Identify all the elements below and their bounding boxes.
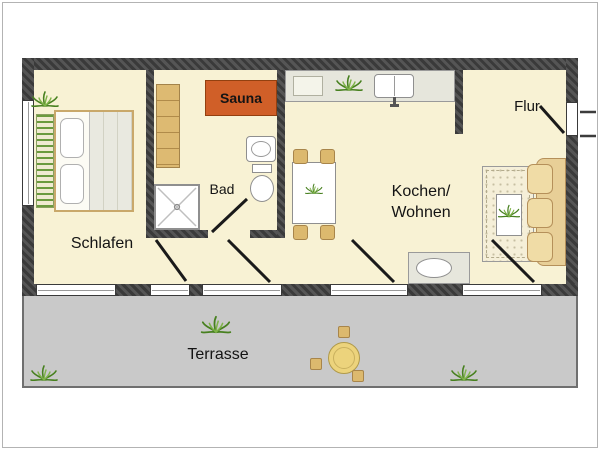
- chair: [320, 225, 335, 240]
- faucet-handle: [390, 104, 399, 107]
- wall-bath-kitchen: [277, 70, 285, 238]
- room-label-schlafen: Schlafen: [70, 235, 134, 252]
- pillow: [60, 164, 84, 204]
- cutting-board: [293, 76, 323, 96]
- window-left-wall: [22, 100, 34, 206]
- wall-bath-south-a: [146, 230, 208, 238]
- island-basin: [416, 258, 452, 278]
- dining-table-icon: [292, 162, 336, 224]
- shower-icon: [154, 184, 200, 230]
- toilet-icon: [250, 175, 274, 202]
- coffee-table: [496, 194, 522, 236]
- terrace-door-hall: [202, 284, 282, 296]
- sofa-cushion: [527, 164, 553, 194]
- terrace-floor: [22, 296, 578, 388]
- wall-bedroom-bath: [146, 70, 154, 238]
- bed-blanket: [89, 112, 132, 210]
- terrace-stool: [310, 358, 322, 370]
- window-pane: [464, 290, 540, 291]
- sauna-room: Sauna: [205, 80, 277, 116]
- chair: [293, 149, 308, 164]
- faucet-icon: [393, 97, 396, 105]
- window-pane: [204, 290, 280, 291]
- room-label-kochen-wohnen: Kochen/ Wohnen: [368, 181, 474, 223]
- window-pane: [152, 290, 188, 291]
- washbasin-bowl: [251, 141, 271, 157]
- sauna-label: Sauna: [219, 90, 262, 106]
- sofa-cushion: [527, 198, 553, 228]
- wall-right: [566, 58, 578, 296]
- room-label-kochen-line1: Kochen/: [391, 183, 451, 200]
- radiator: [36, 114, 54, 208]
- window-pane: [332, 290, 406, 291]
- terrace-table-icon: [328, 342, 360, 374]
- entrance-opening: [566, 102, 578, 136]
- sink-divider: [394, 76, 395, 96]
- terrace-door-bedroom: [150, 284, 190, 296]
- window-bedroom: [36, 284, 116, 296]
- wall-bath-south-b: [250, 230, 285, 238]
- sofa-cushion: [527, 232, 553, 262]
- terrace-stool: [338, 326, 350, 338]
- terrace-door-living-1: [330, 284, 408, 296]
- window-pane: [38, 290, 114, 291]
- terrace-table-ring: [333, 347, 355, 369]
- pillow: [60, 118, 84, 158]
- wall-flur: [455, 70, 463, 134]
- terrace-door-living-2: [462, 284, 542, 296]
- kitchen-sink-icon: [374, 74, 414, 98]
- room-label-flur: Flur: [514, 98, 540, 115]
- washbasin-icon: [246, 136, 276, 162]
- toilet-tank: [252, 164, 272, 173]
- room-label-kochen-line2: Wohnen: [391, 204, 451, 221]
- window-pane: [28, 102, 29, 204]
- wall-top: [22, 58, 578, 70]
- chair: [293, 225, 308, 240]
- wardrobe: [156, 84, 180, 168]
- room-label-bad: Bad: [209, 181, 235, 197]
- room-label-terrasse: Terrasse: [187, 346, 249, 363]
- terrace-stool: [352, 370, 364, 382]
- chair: [320, 149, 335, 164]
